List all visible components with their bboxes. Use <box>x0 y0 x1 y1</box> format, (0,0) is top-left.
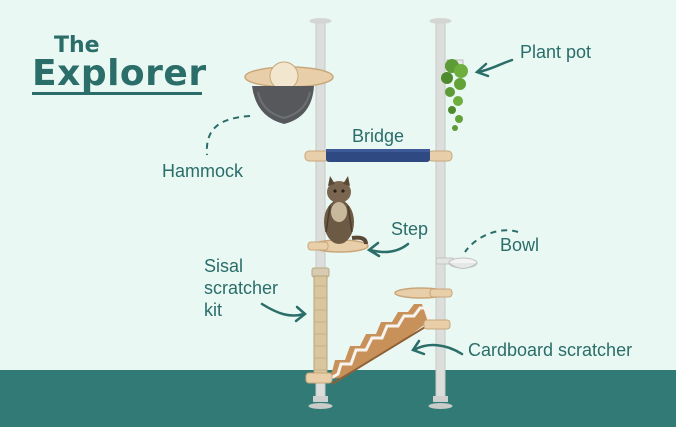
hammock-illustration <box>244 61 334 124</box>
title-line-one: The <box>54 33 100 58</box>
label-bridge: Bridge <box>352 126 405 146</box>
bowl-illustration <box>435 257 478 269</box>
cat-illustration <box>324 176 368 245</box>
plant-pot-illustration <box>441 59 468 131</box>
label-sisal-line-2: scratcher <box>204 278 279 298</box>
bridge-illustration <box>304 149 453 162</box>
sisal-scratcher-illustration <box>311 267 330 377</box>
bowl-leader <box>464 229 519 253</box>
label-sisal-line-3: kit <box>204 300 222 320</box>
label-plant-pot: Plant pot <box>520 42 592 62</box>
label-hammock: Hammock <box>162 161 244 181</box>
label-sisal-line-1: Sisal <box>204 256 244 276</box>
small-platform-illustration <box>394 287 453 299</box>
sisal-arrow <box>260 302 307 323</box>
label-bowl: Bowl <box>500 235 540 255</box>
hammock-leader <box>205 115 251 156</box>
cardboard-arrow <box>411 339 464 356</box>
label-cardboard-scratcher: Cardboard scratcher <box>468 340 633 360</box>
label-step: Step <box>391 219 429 239</box>
step-arrow <box>366 241 410 258</box>
plant-pot-arrow <box>474 58 514 78</box>
title-underline <box>32 92 202 95</box>
cardboard-scratcher-illustration <box>305 304 451 385</box>
title-line-two: Explorer <box>32 53 207 94</box>
